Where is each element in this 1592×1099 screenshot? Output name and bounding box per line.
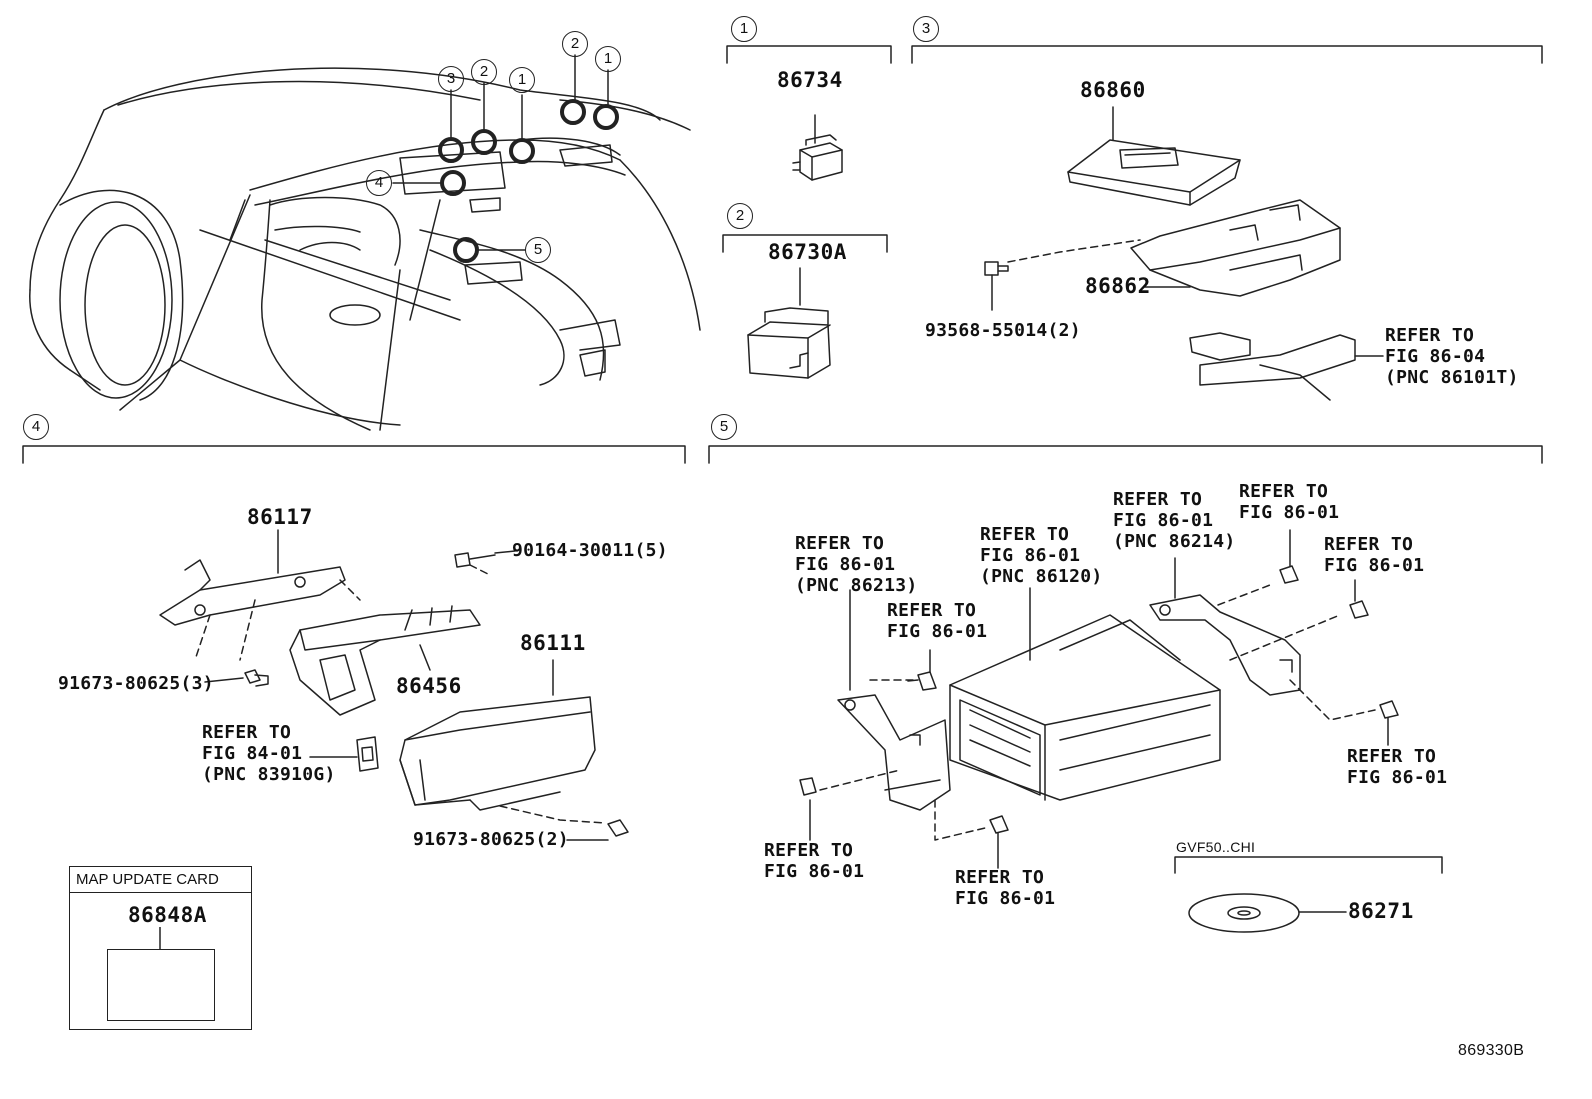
part-86111-display (399, 659, 606, 824)
part-86860-ecu (1067, 106, 1241, 206)
part-86117-bracket (159, 529, 361, 661)
section-number-2: 2 (727, 203, 753, 229)
part-number-91673-2: 91673-80625(2) (413, 829, 569, 850)
section-2-bracket (722, 234, 888, 253)
map-update-card-box: MAP UPDATE CARD 86848A (69, 866, 252, 1030)
section-number-1: 1 (731, 16, 757, 42)
part-number-86730A: 86730A (768, 240, 847, 264)
section-number-3: 3 (913, 16, 939, 42)
section-number-4: 4 (23, 414, 49, 440)
part-93568-screw (984, 239, 1141, 311)
part-number-86848A: 86848A (128, 903, 207, 927)
part-number-86734: 86734 (777, 68, 843, 92)
part-number-86111: 86111 (520, 631, 586, 655)
part-number-90164: 90164-30011(5) (512, 540, 668, 561)
part-number-86117: 86117 (247, 505, 313, 529)
part-number-86862: 86862 (1085, 274, 1151, 298)
overview-callout-1b: 1 (595, 46, 621, 72)
part-90164-bolt (454, 550, 516, 576)
overview-callout-5: 5 (525, 237, 551, 263)
part-number-93568: 93568-55014(2) (925, 320, 1081, 341)
section-4-bracket (22, 445, 686, 464)
part-refer-86-04-harness (1189, 332, 1384, 401)
section-number-5: 5 (711, 414, 737, 440)
overview-callout-1a: 1 (509, 67, 535, 93)
map-update-card-image (107, 949, 215, 1021)
part-number-86860: 86860 (1080, 78, 1146, 102)
figure-code: 869330B (1458, 1042, 1525, 1059)
vehicle-interior-overview (29, 54, 701, 431)
part-number-86456: 86456 (396, 674, 462, 698)
part-number-91673-3: 91673-80625(3) (58, 673, 214, 694)
part-number-86271: 86271 (1348, 899, 1414, 923)
part-86120-nav-unit (949, 587, 1221, 801)
map-update-card-title: MAP UPDATE CARD (70, 867, 251, 893)
section-1-bracket (726, 45, 892, 64)
part-refer-84-01-switch (309, 736, 379, 772)
part-86734-connector (792, 114, 843, 181)
part-86862-bracket (1130, 199, 1341, 297)
overview-callout-3: 3 (438, 66, 464, 92)
part-86213-bracket-left (837, 589, 951, 811)
part-91673-screw-2 (566, 819, 629, 841)
overview-callout-2a: 2 (471, 59, 497, 85)
screws-section-5 (799, 529, 1399, 869)
overview-callout-4: 4 (366, 170, 392, 196)
part-86456-bracket (289, 605, 481, 716)
part-86271-disc (1174, 856, 1443, 933)
map-card-leader (159, 927, 161, 949)
part-86214-bracket-right (1149, 557, 1301, 696)
part-91673-screw-3 (204, 669, 269, 687)
model-code-label: GVF50..CHI (1176, 839, 1256, 855)
overview-callout-2b: 2 (562, 31, 588, 57)
section-5-bracket (708, 445, 1543, 464)
part-86730A-module (747, 267, 831, 379)
section-3-bracket (911, 45, 1543, 64)
